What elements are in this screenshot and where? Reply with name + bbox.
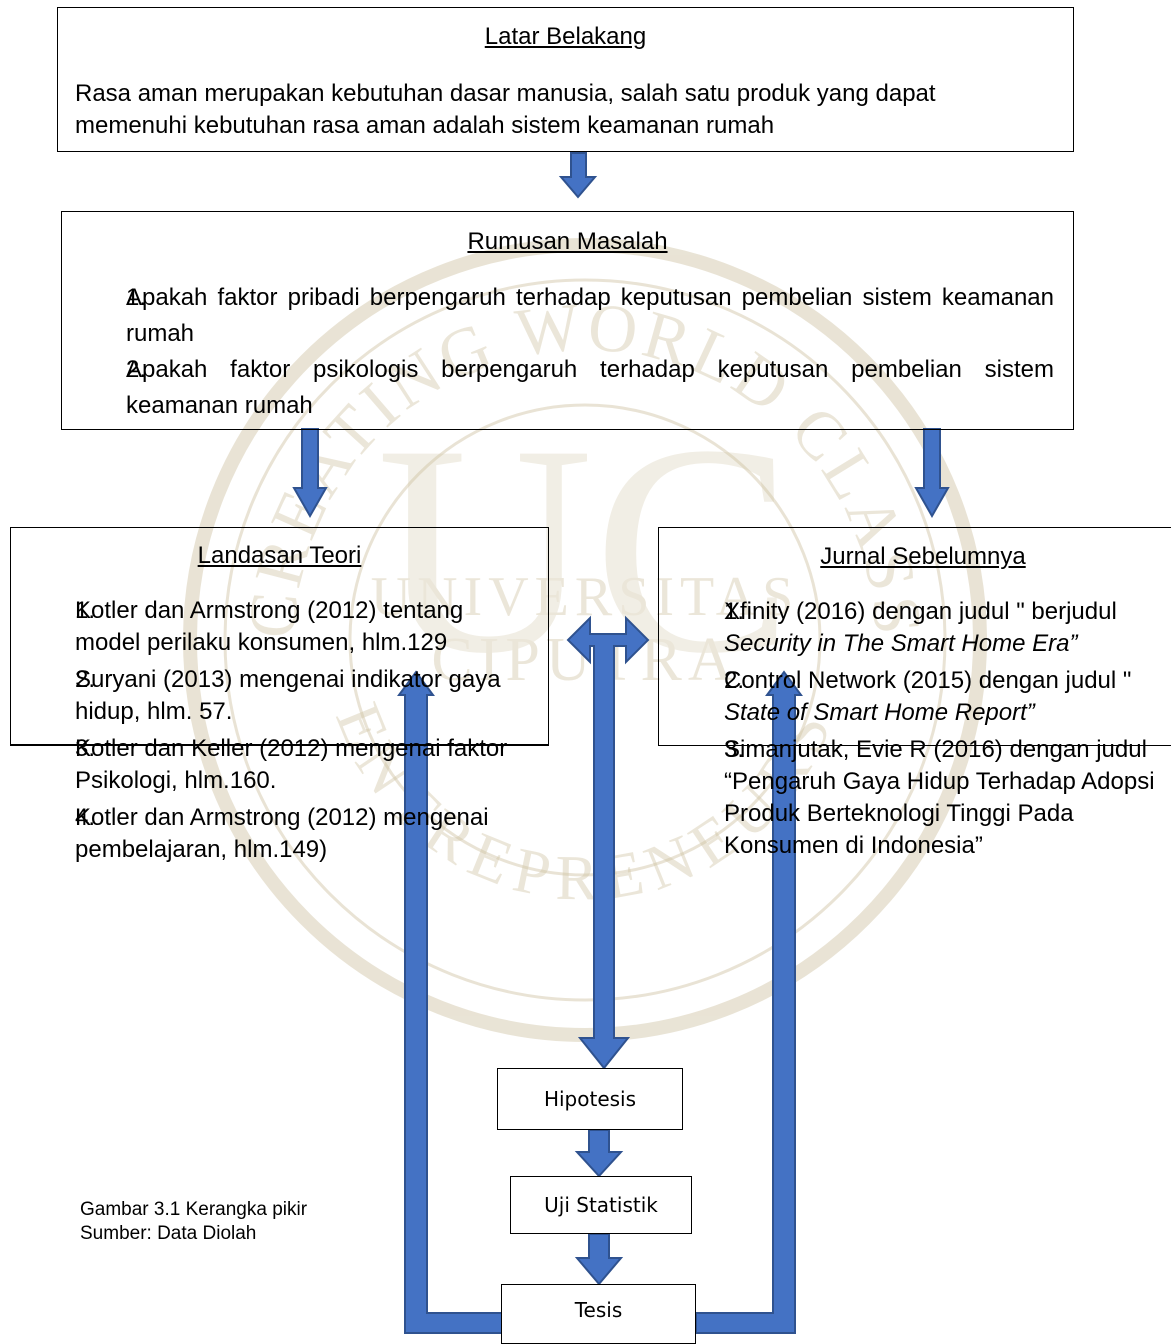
hipotesis-label: Hipotesis	[543, 1087, 637, 1111]
rumusan-masalah-list: Apakah faktor pribadi berpengaruh terhad…	[82, 280, 1054, 424]
rumusan-masalah-title: Rumusan Masalah	[467, 228, 668, 255]
list-item: Apakah faktor pribadi berpengaruh terhad…	[126, 280, 1054, 347]
list-item: Suryani (2013) mengenai indikator gaya h…	[75, 664, 501, 725]
latar-belakang-title: Latar Belakang	[484, 23, 647, 50]
uji-statistik-box: Uji Statistik	[510, 1176, 692, 1234]
caption-source: Sumber: Data Diolah	[80, 1223, 257, 1244]
jurnal-sebelumnya-list: Xfinity (2016) dengan judul " berjudul S…	[677, 596, 1157, 862]
landasan-teori-list: Kotler dan Armstrong (2012) tentang mode…	[28, 595, 533, 866]
arrow-rumusan-to-landasan	[292, 428, 328, 519]
list-item: Kotler dan Keller (2012) mengenai faktor…	[75, 733, 508, 794]
latar-belakang-box: Latar Belakang Rasa aman merupakan kebut…	[57, 7, 1074, 152]
figure-caption: Gambar 3.1 Kerangka pikir Sumber: Data D…	[80, 1198, 307, 1246]
jurnal-sebelumnya-title: Jurnal Sebelumnya	[820, 543, 1026, 570]
jurnal-sebelumnya-box: Jurnal Sebelumnya Xfinity (2016) dengan …	[658, 527, 1171, 859]
uji-statistik-label: Uji Statistik	[544, 1193, 658, 1217]
list-item: Apakah faktor psikologis berpengaruh ter…	[126, 352, 1054, 419]
hipotesis-box: Hipotesis	[497, 1068, 683, 1130]
list-item: Kotler dan Armstrong (2012) mengenai pem…	[75, 802, 489, 863]
landasan-teori-title: Landasan Teori	[197, 542, 362, 569]
tesis-box: Tesis	[501, 1284, 696, 1344]
list-item: Simanjutak, Evie R (2016) dengan judul “…	[724, 734, 1155, 859]
arrow-rumusan-to-jurnal	[914, 428, 950, 519]
arrow-latar-to-rumusan	[558, 152, 598, 199]
rumusan-masalah-box: Rumusan Masalah Apakah faktor pribadi be…	[61, 211, 1074, 430]
landasan-teori: Landasan Teori Kotler dan Armstrong (201…	[10, 527, 549, 863]
caption-title: Gambar 3.1 Kerangka pikir	[80, 1199, 308, 1220]
list-item: Control Network (2015) dengan judul " St…	[724, 665, 1132, 726]
arrow-hipotesis-to-uji	[574, 1129, 624, 1178]
list-item: Kotler dan Armstrong (2012) tentang mode…	[75, 595, 464, 656]
tesis-label: Tesis	[574, 1298, 623, 1322]
arrow-bidirectional-to-hipotesis	[566, 615, 650, 1070]
list-item: Xfinity (2016) dengan judul " berjudul S…	[724, 596, 1117, 657]
latar-belakang-text: Rasa aman merupakan kebutuhan dasar manu…	[75, 80, 936, 139]
arrow-uji-to-tesis	[574, 1233, 624, 1286]
